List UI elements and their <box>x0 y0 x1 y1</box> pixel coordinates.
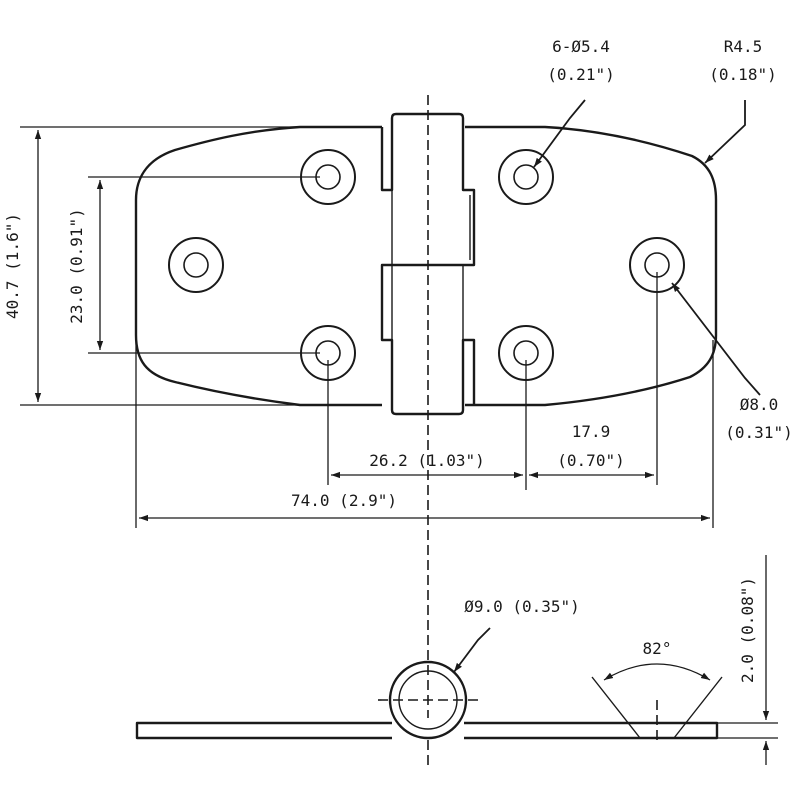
right-leaf-outline <box>465 125 718 407</box>
hole-diameter-label: Ø8.0 <box>740 395 779 414</box>
knuckle-outer <box>388 660 468 740</box>
countersink-angle-callout: 82° <box>591 639 723 745</box>
hole-callout: 6-Ø5.4 (0.21") <box>533 37 615 168</box>
radius-callout: R4.5 (0.18") <box>704 37 777 164</box>
hole-spacing-vertical-label: 23.0 (0.91") <box>67 208 86 324</box>
radius-label: R4.5 <box>724 37 763 56</box>
hinge-top-view <box>134 112 718 416</box>
thickness-label: 2.0 (0.08") <box>738 577 757 683</box>
knuckle-diameter-label: Ø9.0 (0.35") <box>464 597 580 616</box>
outer-spacing-inch-label: (0.70") <box>557 451 624 470</box>
inner-spacing-label: 26.2 (1.03") <box>369 451 485 470</box>
height-label: 40.7 (1.6") <box>3 213 22 319</box>
angle-label: 82° <box>643 639 672 658</box>
outer-spacing-dimension: 17.9 (0.70") <box>529 422 654 479</box>
mounting-hole <box>168 237 224 293</box>
thickness-dimension: 2.0 (0.08") <box>718 555 778 765</box>
outer-spacing-label: 17.9 <box>572 422 611 441</box>
mounting-hole <box>498 149 554 205</box>
height-dimension: 40.7 (1.6") <box>3 126 382 406</box>
hole-spacing-vertical-dimension: 23.0 (0.91") <box>67 176 320 354</box>
overall-width-dimension: 74.0 (2.9") <box>139 491 710 522</box>
hinge-side-view <box>135 660 719 740</box>
hole-diameter-inch-label: (0.31") <box>725 423 792 442</box>
hole-count-label: 6-Ø5.4 <box>552 37 610 56</box>
hole-count-inch-label: (0.21") <box>547 65 614 84</box>
hole-diameter-callout: Ø8.0 (0.31") <box>671 282 793 442</box>
left-leaf-outline <box>134 125 382 407</box>
inner-spacing-dimension: 26.2 (1.03") <box>331 451 523 479</box>
knuckle-diameter-callout: Ø9.0 (0.35") <box>453 597 580 673</box>
radius-inch-label: (0.18") <box>709 65 776 84</box>
overall-width-label: 74.0 (2.9") <box>291 491 397 510</box>
